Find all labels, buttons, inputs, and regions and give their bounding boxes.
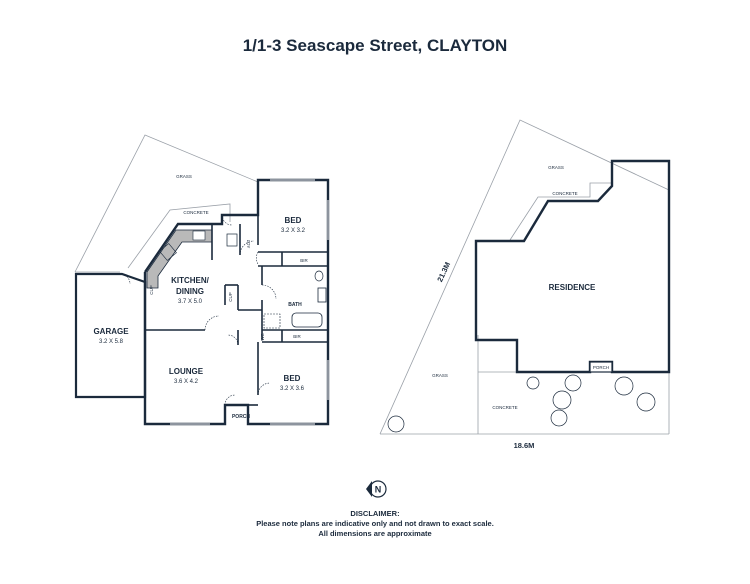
concrete-outline	[127, 203, 231, 269]
bed1-dimensions: 3.2 X 3.2	[281, 228, 306, 234]
kitchen-dimensions: 3.7 X 5.0	[178, 299, 203, 305]
wc-label: WC	[260, 333, 265, 341]
page-title: 1/1-3 Seascape Street, CLAYTON	[242, 36, 508, 55]
cup1-label: CUP	[149, 285, 154, 295]
cup2-label: CUP	[228, 292, 233, 302]
stove-icon	[159, 243, 177, 261]
bathtub	[291, 312, 323, 328]
house-outer-wall	[143, 178, 330, 426]
site-grass-bottom-label: GRASS	[432, 373, 448, 378]
kitchen-label-line1: KITCHEN/	[171, 276, 210, 285]
site-concrete-bottom-label: CONCRETE	[492, 405, 517, 410]
kitchen-bench	[146, 229, 213, 289]
lounge-dimensions: 3.6 X 4.2	[174, 379, 199, 385]
toilet-icon	[314, 270, 324, 282]
compass-arrow-icon	[366, 481, 372, 497]
compass-letter: N	[375, 485, 382, 495]
grass-label: GRASS	[176, 174, 192, 179]
shower-icon	[263, 313, 281, 329]
internal-walls	[145, 215, 328, 406]
trees	[387, 374, 656, 433]
disclaimer-line1: Please note plans are indicative only an…	[256, 519, 494, 528]
tree-icon	[564, 374, 582, 392]
vanity	[317, 287, 327, 303]
site-porch-box	[589, 361, 613, 373]
garage-label: GARAGE	[93, 327, 129, 336]
bath-label: BATH	[288, 302, 302, 308]
disclaimer-line2: All dimensions are approximate	[318, 529, 432, 538]
tree-icon	[526, 376, 540, 390]
lounge-label: LOUNGE	[169, 367, 204, 376]
tree-icon	[550, 409, 568, 427]
disclaimer: DISCLAIMER: Please note plans are indica…	[0, 509, 750, 539]
bir2-label: BIR	[293, 334, 301, 339]
sink-icon	[192, 230, 206, 241]
site-grass-top-label: GRASS	[548, 165, 564, 170]
disclaimer-heading: DISCLAIMER:	[350, 509, 400, 518]
porch-label: PORCH	[232, 414, 250, 420]
bed2-dimensions: 3.2 X 3.6	[280, 386, 305, 392]
tree-icon	[636, 392, 656, 412]
bed2-label: BED	[284, 374, 301, 383]
site-bottom-dimension: 18.6M	[514, 441, 535, 450]
site-concrete-outline	[509, 182, 612, 241]
garage-dimensions: 3.2 X 5.8	[99, 339, 124, 345]
bir1-label: BIR	[300, 258, 308, 263]
laundry-tub	[226, 233, 238, 247]
ldy-label: LDY	[246, 240, 251, 249]
door-swings	[121, 214, 277, 406]
floor-plan: GRASS CONCRETE BED 3.2 X 3.2 KITCHEN/ DI…	[74, 134, 330, 426]
site-plan: GRASS CONCRETE RESIDENCE PORCH GRASS CON…	[379, 119, 671, 450]
tree-icon	[552, 390, 572, 410]
north-compass: N	[366, 480, 387, 498]
tree-icon	[614, 376, 634, 396]
tree-icon	[387, 415, 405, 433]
site-concrete-top-label: CONCRETE	[552, 191, 577, 196]
residence-label: RESIDENCE	[549, 283, 596, 292]
residence-outline	[474, 159, 671, 374]
site-boundary	[379, 119, 670, 435]
grass-boundary	[74, 134, 259, 273]
windows	[170, 179, 329, 425]
kitchen-label-line2: DINING	[176, 287, 204, 296]
concrete-label: CONCRETE	[183, 210, 208, 215]
site-porch-label: PORCH	[593, 365, 609, 370]
site-side-dimension: 21.3M	[435, 261, 452, 284]
bed1-label: BED	[285, 216, 302, 225]
